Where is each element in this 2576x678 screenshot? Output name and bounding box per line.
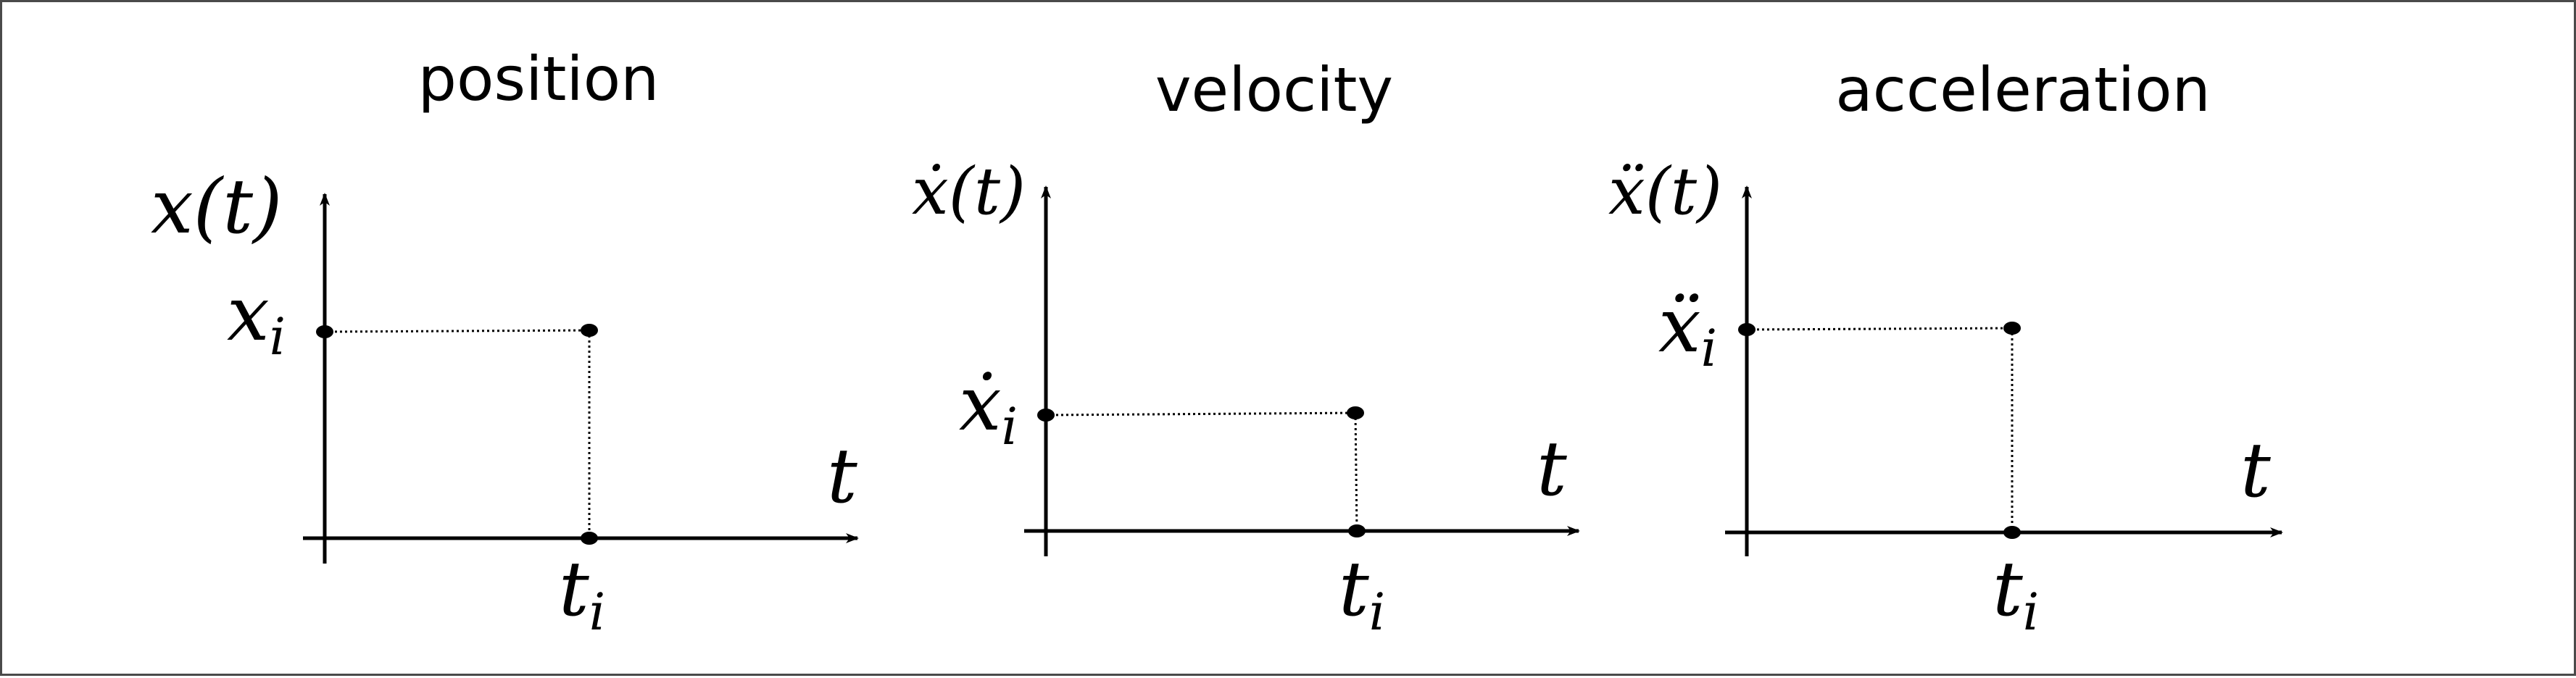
velocity-x-value-label: ti: [1339, 545, 1385, 642]
position-panel: position x(t) xi t ti: [151, 43, 859, 642]
acceleration-x-value-label: ti: [1993, 545, 2039, 642]
acceleration-y-value-label: ẍi: [1658, 281, 1717, 378]
acceleration-panel: acceleration ẍ(t) ẍi t ti: [1608, 54, 2283, 642]
velocity-y-axis-label: ẋ(t): [912, 154, 1026, 230]
velocity-y-value-label: ẋi: [959, 359, 1018, 456]
velocity-vertical-guide: [1354, 412, 1358, 532]
acceleration-axis-value-point: [1738, 323, 1756, 336]
acceleration-y-axis-label: ẍ(t): [1608, 154, 1722, 230]
velocity-horizontal-guide: [1045, 411, 1356, 417]
velocity-state-point: [1347, 406, 1364, 419]
velocity-axis-value-point: [1037, 409, 1055, 422]
velocity-panel: velocity ẋ(t) ẋi t ti: [912, 54, 1580, 642]
position-time-point: [581, 532, 598, 545]
acceleration-time-point: [2003, 526, 2021, 539]
acceleration-state-point: [2003, 322, 2021, 335]
position-y-axis-label: x(t): [151, 162, 283, 251]
position-horizontal-guide: [324, 329, 590, 333]
position-title: position: [418, 43, 660, 114]
position-state-point: [581, 324, 598, 337]
position-axis-value-point: [316, 325, 333, 338]
velocity-title: velocity: [1155, 54, 1393, 125]
position-y-value-label: xi: [227, 269, 286, 367]
velocity-x-axis-label: t: [1537, 424, 1567, 513]
acceleration-horizontal-guide: [1746, 327, 2013, 331]
acceleration-title: acceleration: [1835, 54, 2210, 125]
position-x-axis-label: t: [827, 432, 857, 520]
velocity-time-point: [1348, 524, 1366, 537]
acceleration-x-axis-label: t: [2240, 426, 2271, 514]
position-x-value-label: ti: [559, 545, 605, 642]
